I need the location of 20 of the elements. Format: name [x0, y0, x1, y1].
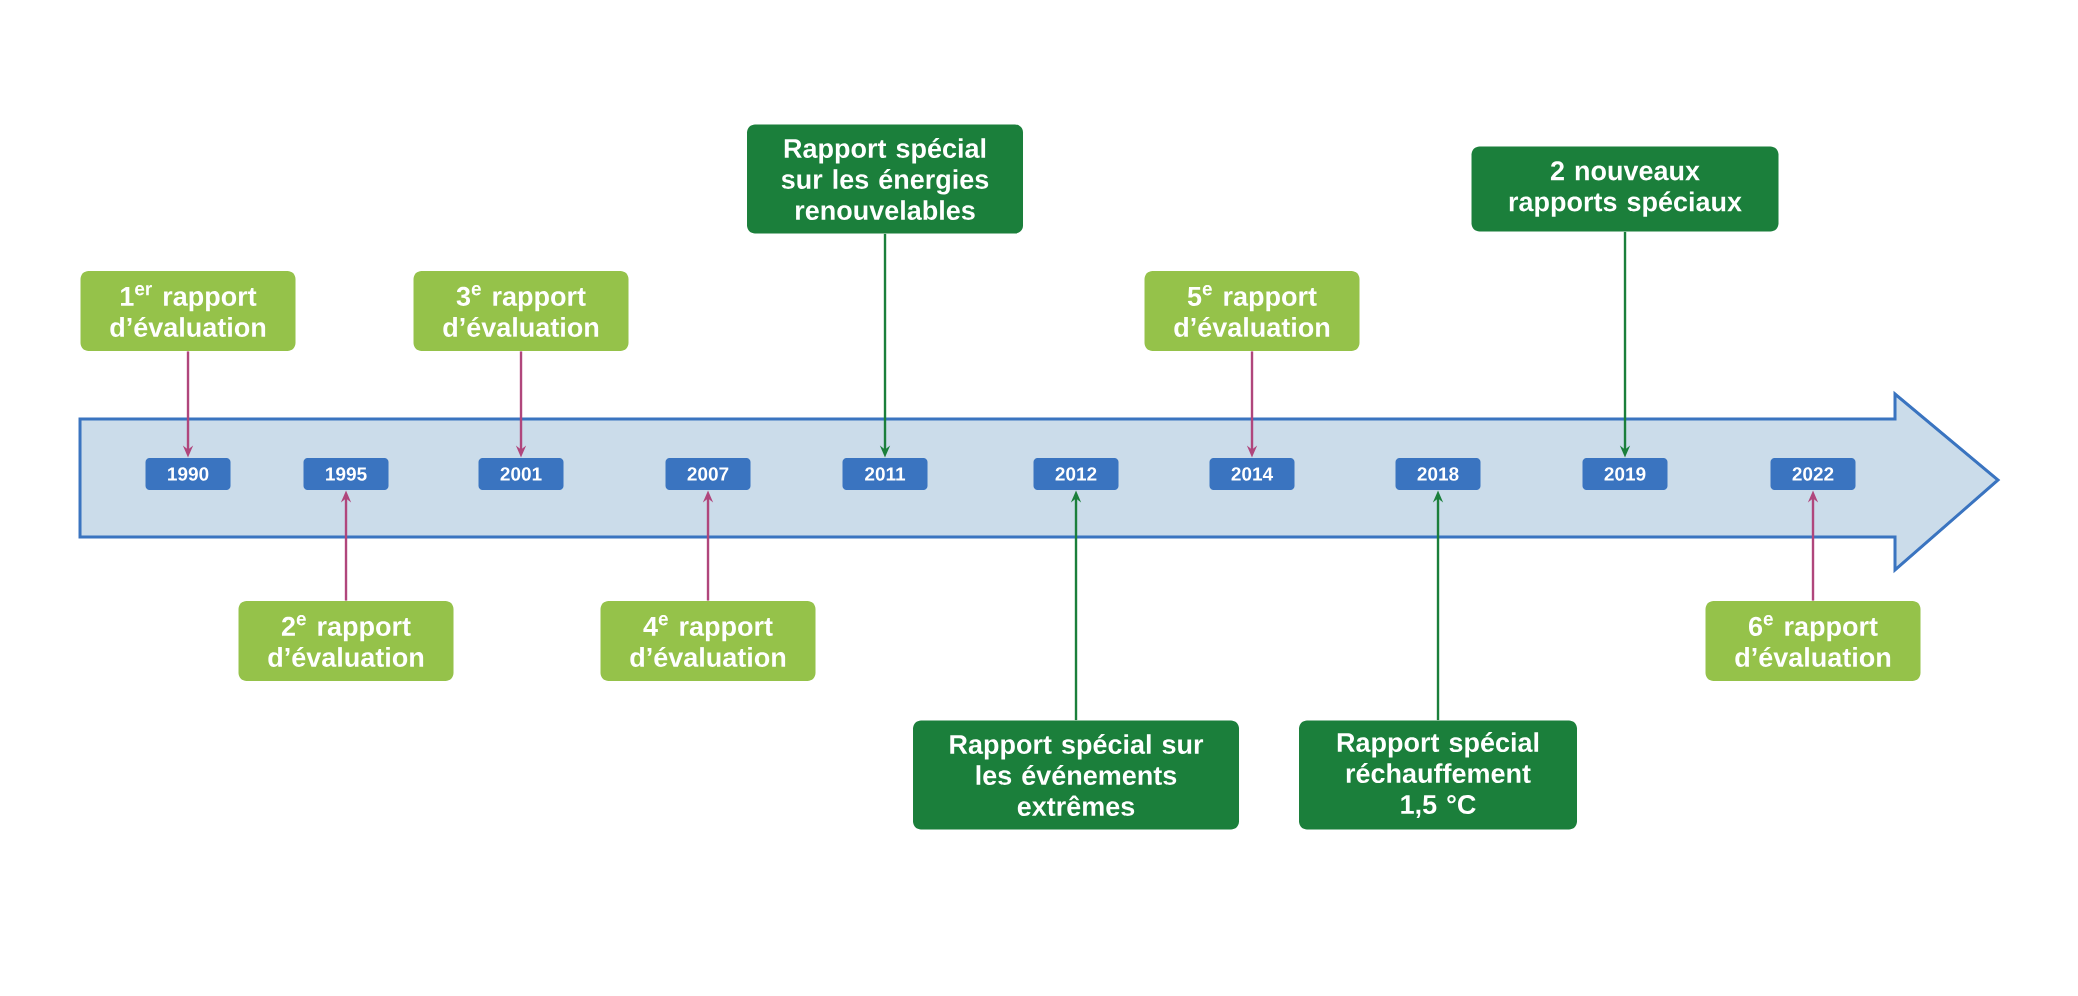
year-box: 2018 [1395, 458, 1481, 490]
report-box: 2$^{e}$ rapport d’évaluation [238, 601, 454, 681]
report-box: 6$^{e}$ rapport d’évaluation [1705, 601, 1921, 681]
report-box: 2 nouveaux rapports spéciaux [1471, 146, 1779, 232]
year-box: 2007 [665, 458, 751, 490]
report-box: 5$^{e}$ rapport d’évaluation [1144, 271, 1360, 351]
year-box: 2022 [1770, 458, 1856, 490]
report-box: Rapport spécial sur les événements extrêmes [913, 720, 1239, 830]
report-box: Rapport spécial sur les énergies renouvelables [747, 124, 1023, 234]
report-box: Rapport spécial réchauffement 1,5 °C [1299, 720, 1577, 830]
year-box: 2019 [1582, 458, 1668, 490]
year-box: 2011 [842, 458, 928, 490]
report-box: 4$^{e}$ rapport d’évaluation [600, 601, 816, 681]
year-box: 2012 [1033, 458, 1119, 490]
report-box: 1$^{er}$ rapport d’évaluation [80, 271, 296, 351]
year-box: 1995 [303, 458, 389, 490]
report-box: 3$^{e}$ rapport d’évaluation [413, 271, 629, 351]
year-box: 1990 [145, 458, 231, 490]
year-box: 2014 [1209, 458, 1295, 490]
year-box: 2001 [478, 458, 564, 490]
